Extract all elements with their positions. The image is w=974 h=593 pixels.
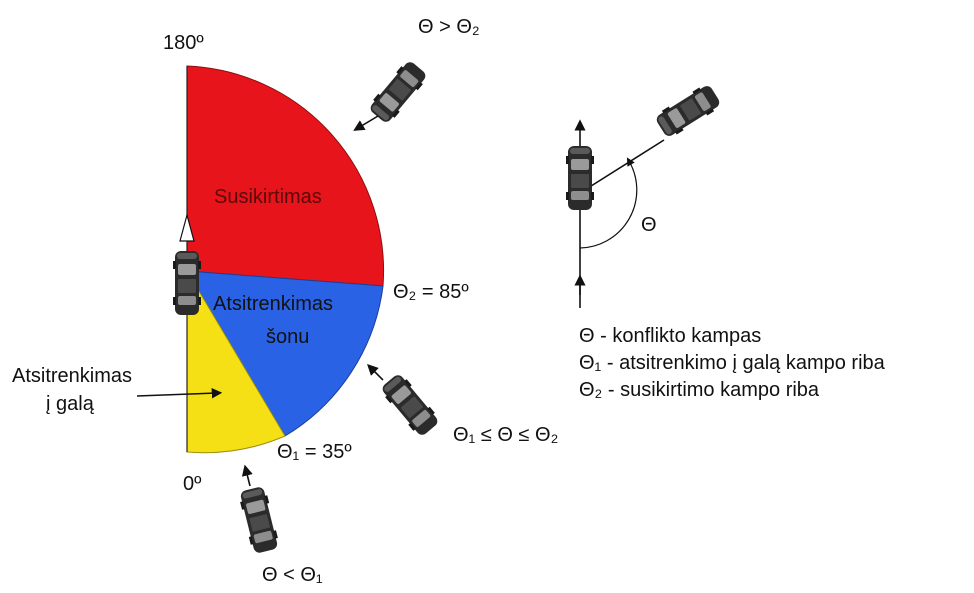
zone-label-side-line2: šonu bbox=[266, 326, 309, 348]
reference-car bbox=[173, 251, 201, 315]
example-diagonal-line bbox=[579, 139, 665, 194]
label-theta2: Θ₂ = 85º bbox=[393, 281, 469, 303]
example-car-reference bbox=[566, 146, 594, 210]
condition-between: Θ₁ ≤ Θ ≤ Θ₂ bbox=[453, 424, 558, 446]
reference-car-arrow bbox=[179, 212, 195, 242]
rear-impact-zone bbox=[186, 269, 286, 454]
car-side-approach bbox=[378, 371, 442, 439]
condition-lt-theta1: Θ < Θ₁ bbox=[262, 564, 323, 586]
legend-item-theta1: Θ₁ - atsitrenkimo į galą kampo riba bbox=[579, 352, 886, 374]
condition-gt-theta2: Θ > Θ₂ bbox=[418, 16, 480, 38]
crossing-zone bbox=[186, 65, 385, 287]
car-crossing-approach bbox=[366, 58, 430, 126]
rear-label-pointer bbox=[136, 387, 223, 399]
legend-item-theta: Θ - konflikto kampas bbox=[579, 325, 761, 347]
side-impact-zone bbox=[186, 270, 384, 437]
car-rear-approach bbox=[237, 485, 281, 555]
label-theta1: Θ₁ = 35º bbox=[277, 441, 352, 463]
legend-item-theta2: Θ₂ - susikirtimo kampo riba bbox=[579, 379, 820, 401]
zone-label-crossing: Susikirtimas bbox=[214, 186, 322, 208]
label-0-deg: 0º bbox=[183, 473, 202, 495]
zone-label-rear-line2: į galą bbox=[46, 393, 95, 415]
car-side-arrow bbox=[367, 364, 384, 381]
legend: Θ - konflikto kampas Θ₁ - atsitrenkimo į… bbox=[579, 325, 886, 401]
zone-label-rear-line1: Atsitrenkimas bbox=[12, 365, 132, 387]
example-car-approach bbox=[653, 82, 723, 140]
example-angle-arc bbox=[579, 157, 638, 249]
car-rear-arrow bbox=[241, 464, 253, 487]
example-angle-label: Θ bbox=[641, 214, 657, 236]
zone-label-side-line1: Atsitrenkimas bbox=[213, 293, 333, 315]
label-180-deg: 180º bbox=[163, 32, 204, 54]
car-crossing-arrow bbox=[353, 115, 379, 131]
